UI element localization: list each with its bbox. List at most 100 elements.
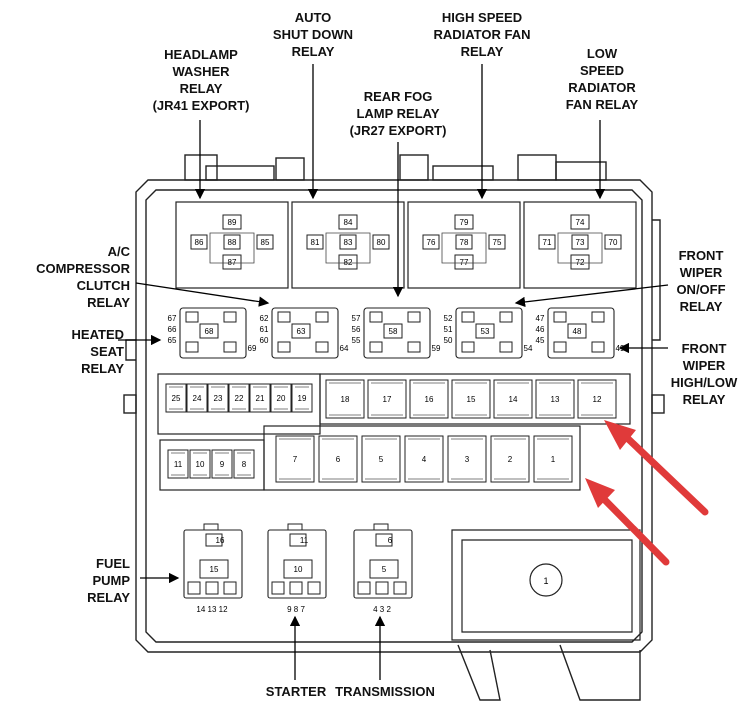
relay-bottom-5: 654 3 2 xyxy=(353,523,413,614)
terminal-number: 68 xyxy=(205,327,214,336)
leader-arrows xyxy=(118,64,669,680)
relay-housing xyxy=(271,307,339,359)
terminal-number: 6 xyxy=(388,536,393,545)
fuse-contacts xyxy=(237,452,251,476)
fuse-slot xyxy=(577,379,617,419)
relay-terminal xyxy=(591,311,605,323)
fuse-number: 6 xyxy=(336,455,341,464)
terminal-numbers: 9 8 7 xyxy=(287,605,305,614)
maxi-fuse-number: 1 xyxy=(543,576,548,586)
relay-terminal xyxy=(283,559,313,579)
terminal-number: 16 xyxy=(216,536,225,545)
terminal-number: 57 xyxy=(352,314,361,323)
fuse-25: 25 xyxy=(165,383,187,413)
relay-terminal xyxy=(199,559,229,579)
fuse-contacts xyxy=(295,386,309,410)
fuse-8: 8 xyxy=(233,449,255,479)
fuse-number: 4 xyxy=(422,455,427,464)
relay-tab xyxy=(203,523,219,531)
fuse-slot xyxy=(404,435,444,483)
relay-housing xyxy=(179,307,247,359)
terminal-number: 89 xyxy=(228,218,237,227)
relay-terminal xyxy=(372,234,390,250)
fuse-contacts xyxy=(322,438,354,480)
fuse-number: 19 xyxy=(298,394,307,403)
fuse-slot xyxy=(207,383,229,413)
relay-terminal xyxy=(205,581,219,595)
fuse-19: 19 xyxy=(291,383,313,413)
terminal-number: 58 xyxy=(389,327,398,336)
fuse-number: 7 xyxy=(293,455,298,464)
terminal-number: 47 xyxy=(536,314,545,323)
relay-terminal xyxy=(338,214,358,230)
fuse-slot xyxy=(165,383,187,413)
relay-terminal xyxy=(185,311,199,323)
fuse-number: 2 xyxy=(508,455,513,464)
fuse-contacts xyxy=(371,382,403,416)
terminal-number: 54 xyxy=(524,344,533,353)
relay-socket-outline xyxy=(557,232,603,264)
relay-terminal xyxy=(271,581,285,595)
relay-terminal xyxy=(553,341,567,353)
fuse-14: 14 xyxy=(493,379,533,419)
relay-terminal xyxy=(455,234,473,250)
label-starter-relay: STARTER xyxy=(265,684,327,699)
relay-terminal xyxy=(499,341,513,353)
label-front-wiper-highlow-relay: FRONT WIPER HIGH/LOW RELAY xyxy=(670,341,738,407)
terminal-number: 52 xyxy=(444,314,453,323)
housing-outline xyxy=(123,154,665,701)
relay-terminal xyxy=(369,559,399,579)
relay-terminal xyxy=(289,581,303,595)
relay-terminal xyxy=(553,311,567,323)
fuse-contacts xyxy=(253,386,267,410)
fuse-slot xyxy=(447,435,487,483)
fuse-contacts xyxy=(215,452,229,476)
terminal-number: 56 xyxy=(352,325,361,334)
terminal-number: 63 xyxy=(297,327,306,336)
terminal-number: 53 xyxy=(481,327,490,336)
terminal-number: 55 xyxy=(352,336,361,345)
relay-tab xyxy=(287,523,303,531)
relay-housing xyxy=(363,307,431,359)
relay-terminal xyxy=(307,581,321,595)
fuse-slot xyxy=(249,383,271,413)
relay-terminal xyxy=(454,254,474,270)
fuse-number: 20 xyxy=(277,394,286,403)
relay-terminal xyxy=(604,234,622,250)
fuse-number: 1 xyxy=(551,455,556,464)
fuse-contacts xyxy=(190,386,204,410)
fuse-slot xyxy=(270,383,292,413)
fuse-21: 21 xyxy=(249,383,271,413)
terminal-number: 66 xyxy=(168,325,177,334)
fuse-24: 24 xyxy=(186,383,208,413)
terminal-number: 65 xyxy=(168,336,177,345)
fuse-section-outlines xyxy=(157,373,631,491)
fuse-number: 11 xyxy=(174,460,183,469)
fuse-slot xyxy=(535,379,575,419)
fuse-slot xyxy=(490,435,530,483)
relay-terminal xyxy=(538,234,556,250)
fuse-contacts xyxy=(455,382,487,416)
fuse-number: 5 xyxy=(379,455,384,464)
fuse-number: 14 xyxy=(509,395,518,404)
terminal-number: 11 xyxy=(300,536,309,545)
fuse-slot xyxy=(291,383,313,413)
terminal-number: 86 xyxy=(195,238,204,247)
terminal-number: 60 xyxy=(260,336,269,345)
label-high-speed-fan-relay: HIGH SPEED RADIATOR FAN RELAY xyxy=(433,10,531,59)
fuse-slot xyxy=(325,379,365,419)
relay-terminal xyxy=(315,341,329,353)
fuse-22: 22 xyxy=(228,383,250,413)
terminal-number: 87 xyxy=(228,258,237,267)
